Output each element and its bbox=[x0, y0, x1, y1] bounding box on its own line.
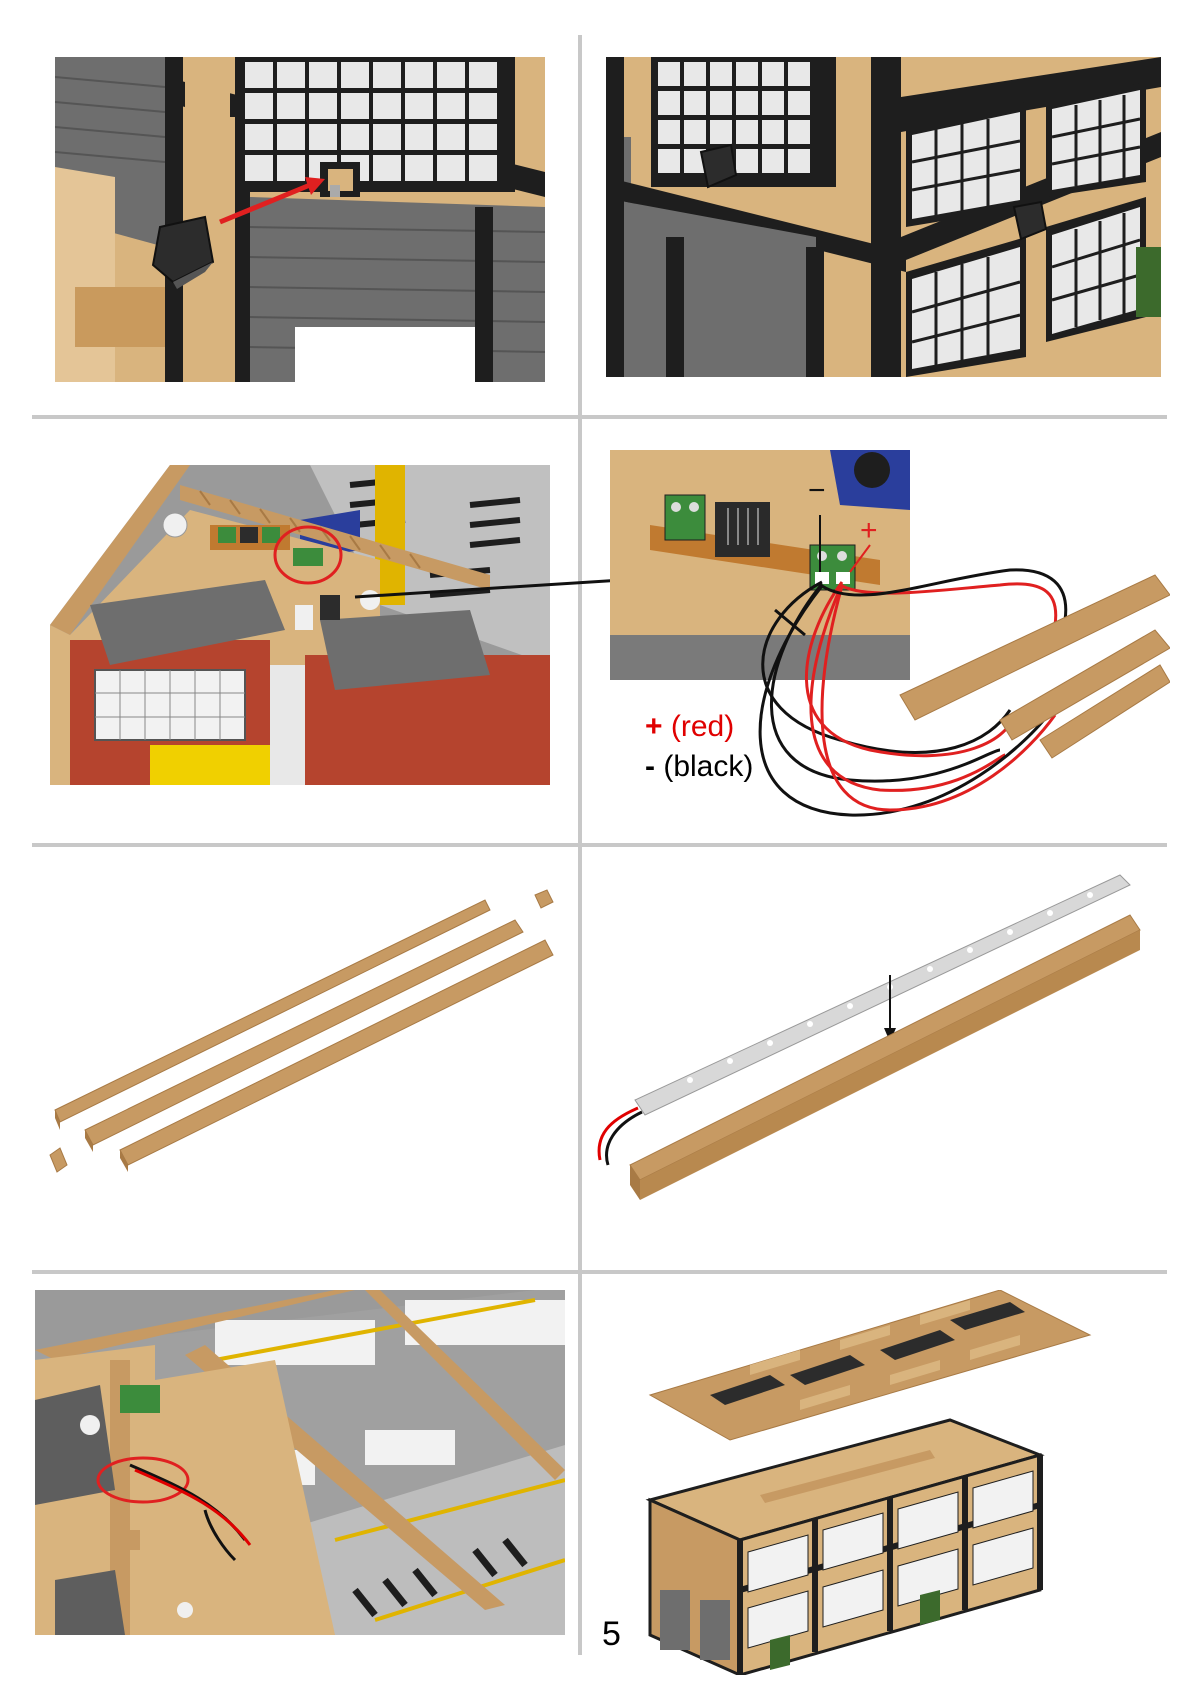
step-4-panel: − + bbox=[610, 450, 1170, 820]
legend-red: + (red) bbox=[645, 710, 734, 744]
plus-mark: + bbox=[860, 514, 878, 547]
lamp-right bbox=[1012, 200, 1048, 241]
legend-black: - (black) bbox=[645, 750, 753, 784]
legend-plus-sign: + bbox=[645, 710, 663, 743]
legend-minus-sign: - bbox=[645, 750, 655, 783]
horizontal-divider-2 bbox=[32, 843, 1167, 847]
minus-mark: − bbox=[808, 474, 826, 507]
page-number: 5 bbox=[602, 1615, 621, 1653]
step-2-illustration bbox=[606, 57, 1161, 377]
step-1-panel bbox=[55, 57, 545, 382]
step-3-illustration bbox=[50, 465, 550, 785]
wire-callout bbox=[96, 1456, 190, 1504]
step-6-illustration bbox=[597, 874, 1141, 1200]
roof-plate bbox=[648, 1290, 1092, 1441]
step-3-panel bbox=[50, 465, 550, 785]
step-7-illustration bbox=[35, 1290, 565, 1635]
step-7-panel bbox=[35, 1290, 565, 1635]
step-2-panel bbox=[606, 57, 1161, 377]
lamp-left bbox=[699, 143, 738, 189]
led-strip bbox=[634, 874, 1131, 1116]
step-5-panel bbox=[45, 880, 565, 1190]
step-5-illustration bbox=[49, 889, 554, 1173]
step-1-illustration bbox=[55, 57, 545, 382]
step-8-illustration bbox=[645, 1290, 1092, 1675]
step-4-illustration: − + bbox=[610, 450, 1170, 817]
step-8-panel bbox=[640, 1290, 1160, 1675]
legend-minus-label: (black) bbox=[663, 750, 754, 783]
legend-plus-label: (red) bbox=[670, 710, 735, 743]
horizontal-divider-3 bbox=[32, 1270, 1167, 1274]
horizontal-divider-1 bbox=[32, 415, 1167, 419]
step-6-panel bbox=[590, 870, 1160, 1210]
